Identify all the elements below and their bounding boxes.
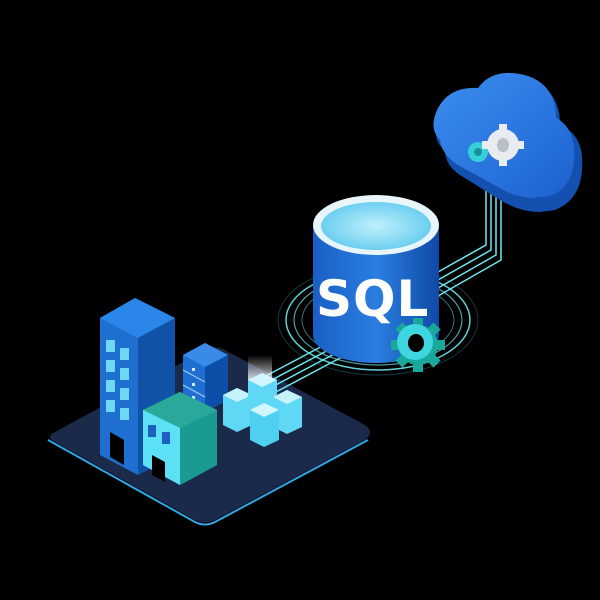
sql-label: SQL <box>316 270 429 328</box>
data-blocks-icon <box>223 355 302 447</box>
cloud-icon <box>433 72 583 212</box>
gear-icon <box>391 318 445 372</box>
cloud-gear-white-icon <box>482 124 524 166</box>
short-building-icon <box>143 392 217 485</box>
server-rack-icon <box>182 343 228 412</box>
